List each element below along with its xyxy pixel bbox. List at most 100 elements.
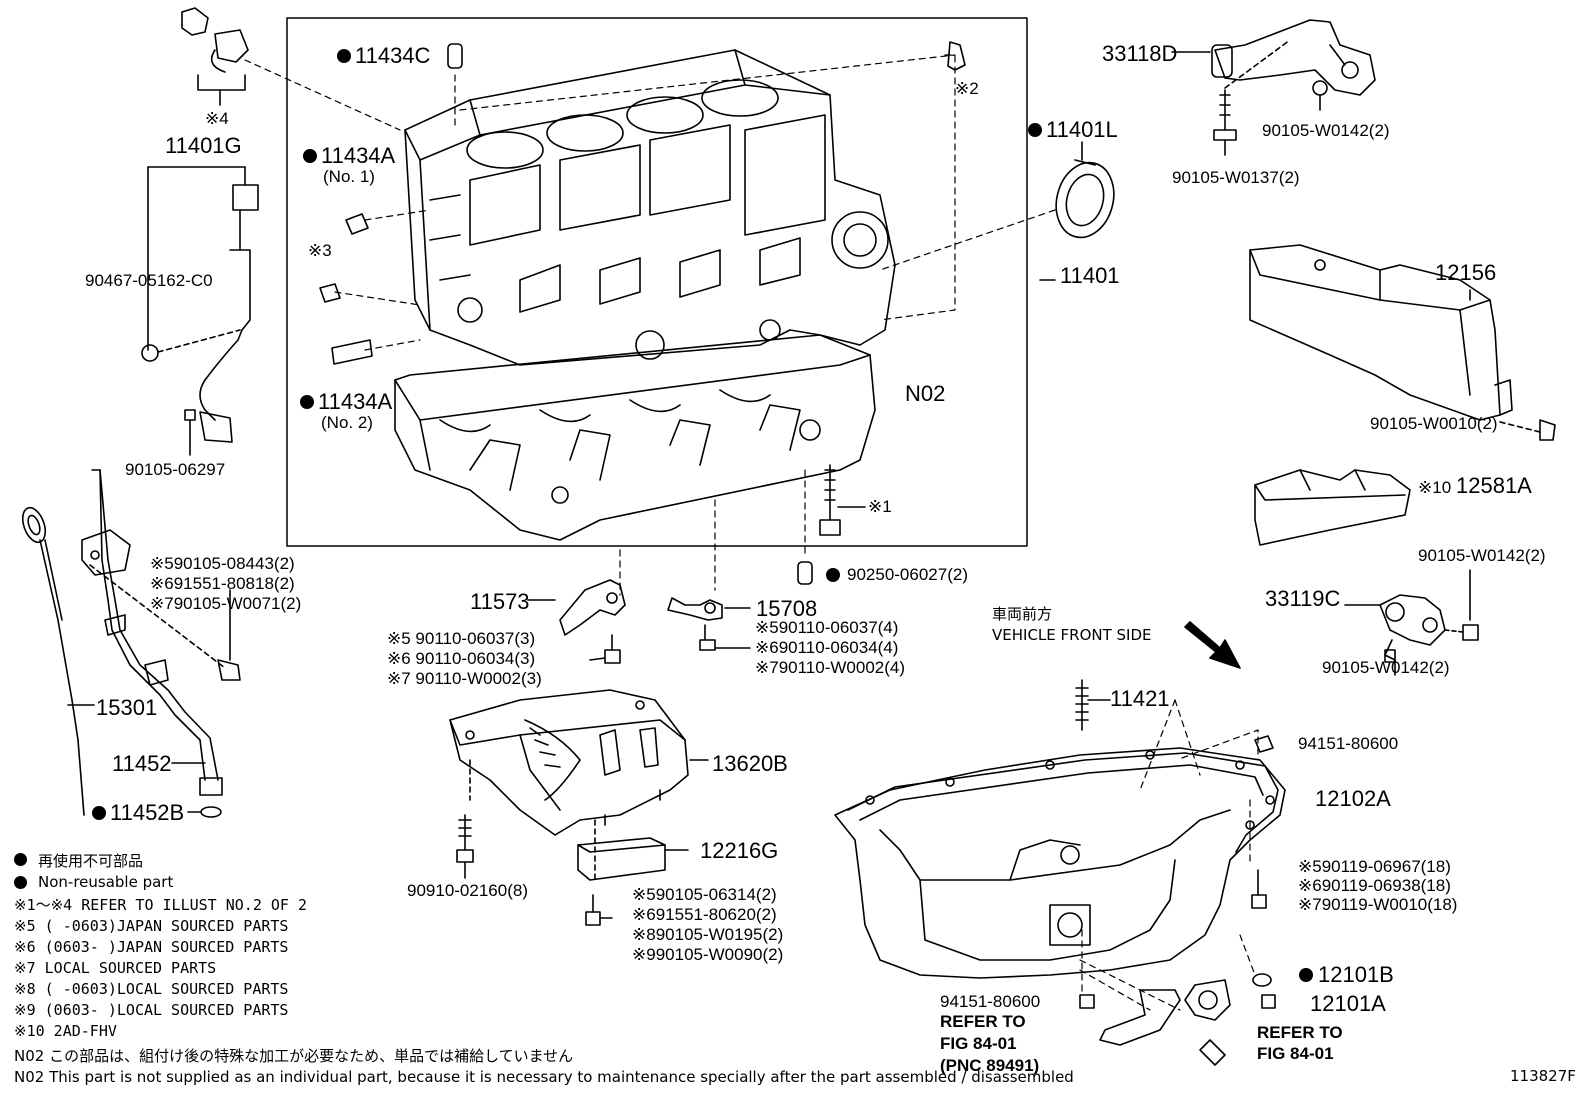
part-label-15301: 15301 bbox=[96, 695, 158, 720]
gauge-bolt-line-1: ※590105-08443(2) bbox=[150, 554, 295, 573]
part-label-12102A: 12102A bbox=[1315, 786, 1391, 811]
nonreusable-dot-icon bbox=[826, 568, 840, 582]
legend-note-6: ※9 (0603- )LOCAL SOURCED PARTS bbox=[14, 1001, 289, 1019]
part-label-11434A-no2: 11434A bbox=[318, 389, 393, 414]
sensor-11401G-drawing bbox=[141, 7, 259, 456]
pan-bolt-line-2: ※690119-06938(18) bbox=[1298, 876, 1451, 895]
part-label-12581A: 12581A bbox=[1456, 473, 1532, 498]
part-label-90105-W0137: 90105-W0137(2) bbox=[1172, 168, 1300, 187]
gauge-bolt-line-3: ※790105-W0071(2) bbox=[150, 594, 302, 613]
front-arrow-icon bbox=[1184, 621, 1241, 669]
part-label-11434A-no1: 11434A bbox=[321, 143, 396, 168]
legend-nonreusable-jp: 再使用不可部品 bbox=[38, 852, 144, 870]
part-label-11573: 11573 bbox=[470, 589, 530, 614]
baffle-12216G-drawing bbox=[577, 837, 689, 881]
part-label-11421: 11421 bbox=[1110, 686, 1170, 711]
ref-mark-x1: ※1 bbox=[868, 497, 892, 516]
bolt-12216G-line-4: ※990105-W0090(2) bbox=[632, 945, 784, 964]
bolt-12216G-drawing bbox=[585, 894, 613, 926]
part-label-11401G: 11401G bbox=[165, 133, 242, 158]
ref-mark-x2: ※2 bbox=[955, 79, 979, 98]
part-label-12216G: 12216G bbox=[700, 838, 779, 863]
bolt-x1 bbox=[819, 464, 866, 536]
legend-n02-en: N02 This part is not supplied as an indi… bbox=[14, 1068, 1074, 1086]
diagram-id: 113827F bbox=[1510, 1067, 1576, 1085]
part-label-12101B: 12101B bbox=[1318, 962, 1394, 987]
vehicle-front-jp: 車両前方 bbox=[992, 605, 1053, 623]
part-label-94151-top: 94151-80600 bbox=[1298, 734, 1399, 753]
block-dashed-leaders bbox=[244, 54, 1056, 596]
legend-dot-icon bbox=[14, 853, 27, 866]
refer-left-line-3: (PNC 89491) bbox=[940, 1056, 1040, 1075]
nonreusable-dot-icon bbox=[300, 395, 314, 409]
vehicle-front-en: VEHICLE FRONT SIDE bbox=[992, 626, 1152, 644]
part-label-94151-bot: 94151-80600 bbox=[940, 992, 1041, 1011]
part-label-90910: 90910-02160(8) bbox=[407, 881, 528, 900]
nonreusable-dot-icon bbox=[92, 806, 106, 820]
bolt-11573-line-3: ※7 90110-W0002(3) bbox=[387, 669, 542, 688]
part-label-90105-06297: 90105-06297 bbox=[125, 460, 226, 479]
part-label-15708: 15708 bbox=[756, 596, 818, 621]
refer-right-line-2: FIG 84-01 bbox=[1257, 1044, 1334, 1063]
bolt-12216G-line-1: ※590105-06314(2) bbox=[632, 885, 777, 904]
legend-dot-icon bbox=[14, 876, 27, 889]
nonreusable-dot-icon bbox=[1028, 123, 1042, 137]
part-label-11452: 11452 bbox=[112, 751, 172, 776]
part-label-N02: N02 bbox=[905, 381, 946, 406]
oil-seal-11401L bbox=[1055, 141, 1115, 239]
bracket-11573-drawing bbox=[527, 579, 626, 664]
bolt-90910-drawing bbox=[456, 814, 474, 879]
ref-mark-x4: ※4 bbox=[205, 109, 229, 128]
oil-pan-dashed-leaders bbox=[1079, 699, 1259, 1011]
part-label-90250: 90250-06027(2) bbox=[847, 565, 968, 584]
pan-bolt-line-3: ※790119-W0010(18) bbox=[1298, 895, 1458, 914]
part-label-90105-W0142-bot: 90105-W0142(2) bbox=[1322, 658, 1450, 677]
part-sub-no2: (No. 2) bbox=[321, 413, 373, 432]
nonreusable-dot-icon bbox=[1299, 968, 1313, 982]
bolt-12216G-line-2: ※691551-80620(2) bbox=[632, 905, 777, 924]
cover-12156-drawing bbox=[1249, 244, 1556, 441]
lower-crankcase-drawing bbox=[394, 334, 876, 541]
part-label-11452B: 11452B bbox=[110, 800, 185, 825]
refer-left-line-2: FIG 84-01 bbox=[940, 1034, 1017, 1053]
legend-n02-jp: N02 この部品は、組付け後の特殊な加工が必要なため、単品では補給していません bbox=[14, 1047, 574, 1065]
part-label-90105-W0010: 90105-W0010(2) bbox=[1370, 414, 1498, 433]
part-label-33119C: 33119C bbox=[1265, 586, 1341, 611]
bolt-11573-line-2: ※6 90110-06034(3) bbox=[387, 649, 536, 668]
part-label-13620B: 13620B bbox=[712, 751, 788, 776]
oil-pan-fasteners bbox=[1079, 735, 1276, 1066]
bracket-33118D-drawing bbox=[1171, 19, 1376, 156]
bolt-12216G-line-3: ※890105-W0195(2) bbox=[632, 925, 784, 944]
legend-note-2: ※5 ( -0603)JAPAN SOURCED PARTS bbox=[14, 917, 289, 935]
gauge-bolt-line-2: ※691551-80818(2) bbox=[150, 574, 295, 593]
part-label-12101A: 12101A bbox=[1310, 991, 1386, 1016]
legend-note-7: ※10 2AD-FHV bbox=[14, 1022, 117, 1040]
pan-bolt-line-1: ※590119-06967(18) bbox=[1298, 857, 1451, 876]
legend-note-4: ※7 LOCAL SOURCED PARTS bbox=[14, 959, 217, 977]
cylinder-block-drawing bbox=[404, 49, 896, 366]
part-label-11401: 11401 bbox=[1060, 263, 1120, 288]
legend-note-5: ※8 ( -0603)LOCAL SOURCED PARTS bbox=[14, 980, 289, 998]
insulator-12581A-drawing bbox=[1254, 469, 1411, 546]
oil-pan-12102A-drawing bbox=[834, 747, 1286, 979]
oil-gauge-drawing bbox=[21, 469, 241, 818]
oil-jet-15708-drawing bbox=[667, 597, 751, 651]
part-label-90467: 90467-05162-C0 bbox=[85, 271, 213, 290]
part-label-11434C: 11434C bbox=[355, 43, 431, 68]
ref-mark-x10: ※10 bbox=[1418, 478, 1452, 497]
nonreusable-dot-icon bbox=[303, 149, 317, 163]
bolt-15708-line-3: ※790110-W0002(4) bbox=[755, 658, 906, 677]
nonreusable-dot-icon bbox=[337, 49, 351, 63]
part-label-12156: 12156 bbox=[1435, 260, 1497, 285]
part-label-11401L: 11401L bbox=[1046, 117, 1118, 142]
block-assembly-frame bbox=[286, 17, 1028, 547]
bolt-15708-line-1: ※590110-06037(4) bbox=[755, 618, 899, 637]
part-label-90105-W0142-top: 90105-W0142(2) bbox=[1262, 121, 1390, 140]
part-sub-no1: (No. 1) bbox=[323, 167, 375, 186]
legend-note-1: ※1〜※4 REFER TO ILLUST NO.2 OF 2 bbox=[14, 896, 307, 914]
oil-pump-13620B-drawing bbox=[449, 689, 709, 881]
dowel-pins bbox=[319, 41, 966, 585]
bracket-33119C-drawing bbox=[1344, 569, 1479, 676]
